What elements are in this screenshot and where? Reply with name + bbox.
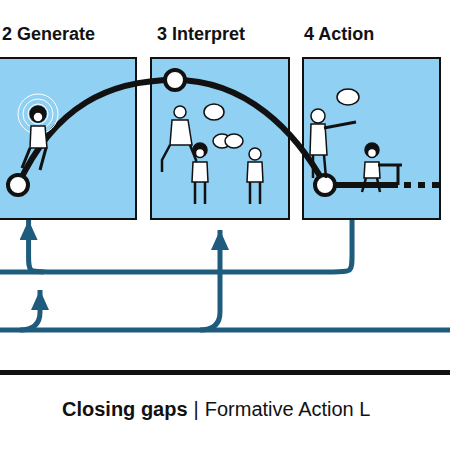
person-head: [174, 106, 186, 118]
feedback-wire: [200, 230, 220, 330]
person-legs: [22, 148, 46, 170]
person-body: [247, 162, 263, 182]
arc-dash: [404, 182, 411, 188]
talking-people: [192, 134, 263, 204]
feedback-wire: [0, 270, 44, 275]
person-head: [311, 109, 325, 123]
thinking-person: [18, 94, 58, 170]
person-legs: [313, 155, 326, 178]
figure-title: Closing gaps: [62, 398, 188, 421]
person-legs: [162, 145, 196, 172]
stage-box: 3 Interpret: [150, 57, 290, 220]
speech-bubble: [204, 104, 224, 120]
person-body: [30, 126, 47, 148]
person-body: [364, 162, 380, 178]
person-legs: [250, 182, 260, 204]
stage-heading: 2 Generate: [2, 24, 95, 45]
person-face: [368, 149, 377, 158]
stage-box: 4 Action: [302, 57, 441, 220]
listening-person: [162, 104, 224, 172]
speech-bubble: [213, 134, 231, 148]
arc-dash: [418, 182, 425, 188]
arc-point: [8, 175, 28, 195]
person-body: [310, 124, 327, 155]
arc-point: [315, 175, 335, 195]
thought-ring: [18, 94, 58, 134]
learning-arc: [8, 70, 439, 195]
person-hair: [30, 106, 46, 122]
person-face: [33, 112, 43, 122]
thought-ring: [23, 99, 53, 129]
figure-caption: Formative Action L: [205, 398, 371, 421]
person-body: [192, 162, 208, 182]
stage-heading: 4 Action: [304, 24, 374, 45]
stage-box: 2 Generate: [0, 57, 137, 220]
desk: [378, 165, 402, 185]
person-head: [249, 148, 261, 160]
speech-bubble: [337, 89, 359, 105]
arc-line: [18, 80, 398, 185]
pointing-arm: [324, 122, 356, 128]
coaching-person: [310, 89, 402, 192]
feedback-wire: [20, 290, 40, 330]
feedback-arrow: [29, 220, 352, 272]
person-legs: [195, 182, 205, 204]
divider-rule: [0, 370, 450, 375]
person-face: [196, 149, 205, 158]
feedback-wire: [0, 328, 450, 333]
separator-label: |: [194, 398, 199, 421]
thought-ring: [28, 104, 48, 124]
arc-dash: [432, 182, 439, 188]
person-body: [170, 120, 192, 145]
person-hair: [193, 143, 207, 157]
stage-heading: 3 Interpret: [157, 24, 245, 45]
person-hair: [365, 143, 379, 157]
person-legs: [362, 178, 380, 192]
wire-group: [0, 230, 450, 330]
arc-point: [165, 70, 185, 90]
speech-bubble: [225, 134, 243, 148]
caption-row: Closing gaps | Formative Action L: [62, 398, 370, 421]
